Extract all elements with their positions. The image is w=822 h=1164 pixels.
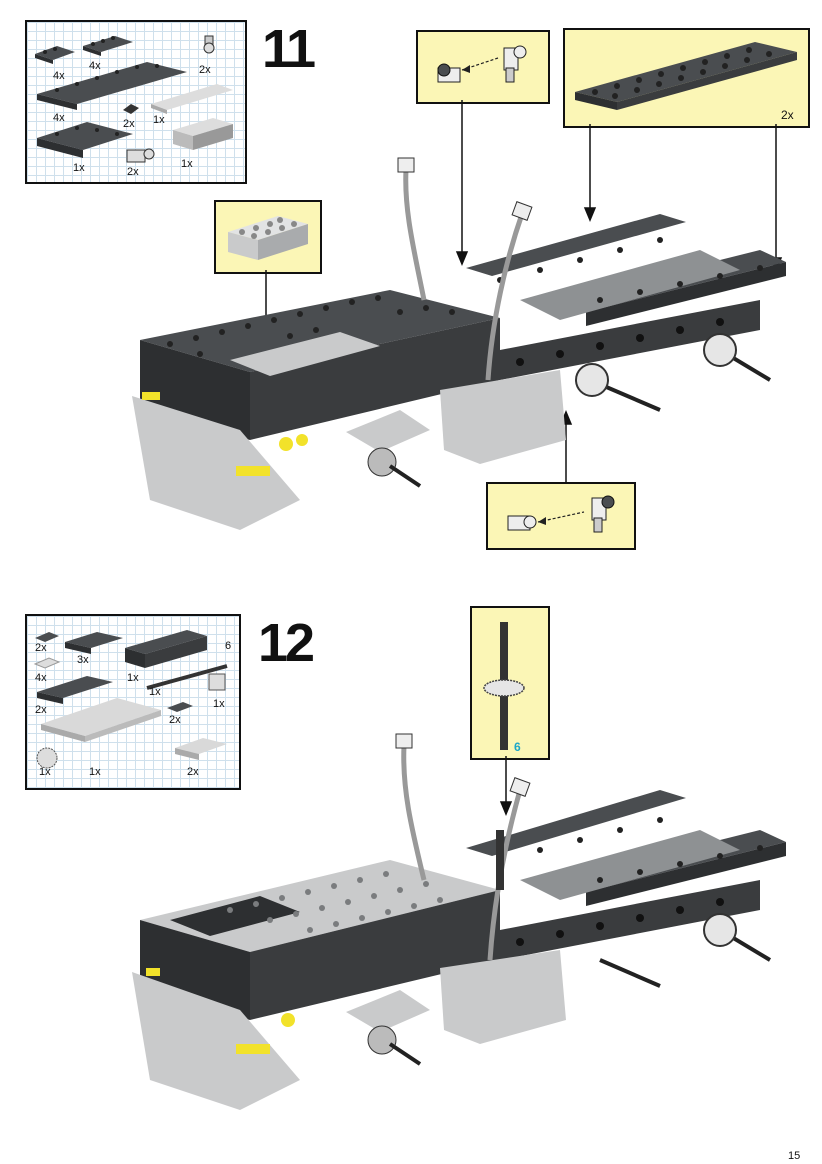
step11-qty-8: 2x [127,166,139,178]
step12-qty-4: 4x [35,672,47,684]
step11-qty-9: 1x [181,158,193,170]
step11-number: 11 [262,19,316,79]
connector-piece-icon [437,45,527,83]
step12-qty-3: 6 [225,640,232,652]
step12-qty-10: 1x [39,766,51,778]
step12-parts-list: 2x 3x 6 4x 1x 1x 1x 2x 2x 1x 1x 2x [25,614,241,790]
step12-number: 12 [258,613,315,673]
step11-qty-4: 4x [53,112,65,124]
step11-qty-3: 2x [199,64,211,76]
step12-qty-5: 1x [127,672,139,684]
step12-qty-2: 3x [77,654,89,666]
step12-qty-9: 2x [169,714,181,726]
step11-qty-2: 4x [89,60,101,72]
step11-callout-connector-top [416,30,550,104]
long-plate-icon [575,42,797,110]
step11-qty-1: 4x [53,70,65,82]
step12-qty-11: 1x [89,766,101,778]
step11-callout-plate-qty: 2x [781,108,794,122]
step11-callout-connector-bottom [486,482,636,550]
step12-qty-6: 1x [149,686,161,698]
step11-callout-brick [214,200,322,274]
axle-with-gear-icon [483,622,525,750]
step12-qty-8: 2x [35,704,47,716]
step11-model-illustration [132,100,786,530]
connector-piece-icon [507,495,615,533]
step11-parts-list: 4x 4x 2x 4x 2x 1x 1x 2x 1x [25,20,247,184]
step11-qty-7: 1x [73,162,85,174]
step11-qty-6: 1x [153,114,165,126]
step12-callout-axle-gear: 6 [470,606,550,760]
step12-axle-length: 6 [514,740,521,754]
step11-parts-icons [35,35,233,163]
step11-callout-long-plate: 2x [563,28,810,128]
step12-parts-icons [33,630,228,769]
light-brick-icon [228,216,308,260]
step12-qty-7: 1x [213,698,225,710]
step11-qty-5: 2x [123,118,135,130]
step12-qty-12: 2x [187,766,199,778]
step12-qty-1: 2x [35,642,47,654]
page-number: 15 [788,1150,801,1162]
